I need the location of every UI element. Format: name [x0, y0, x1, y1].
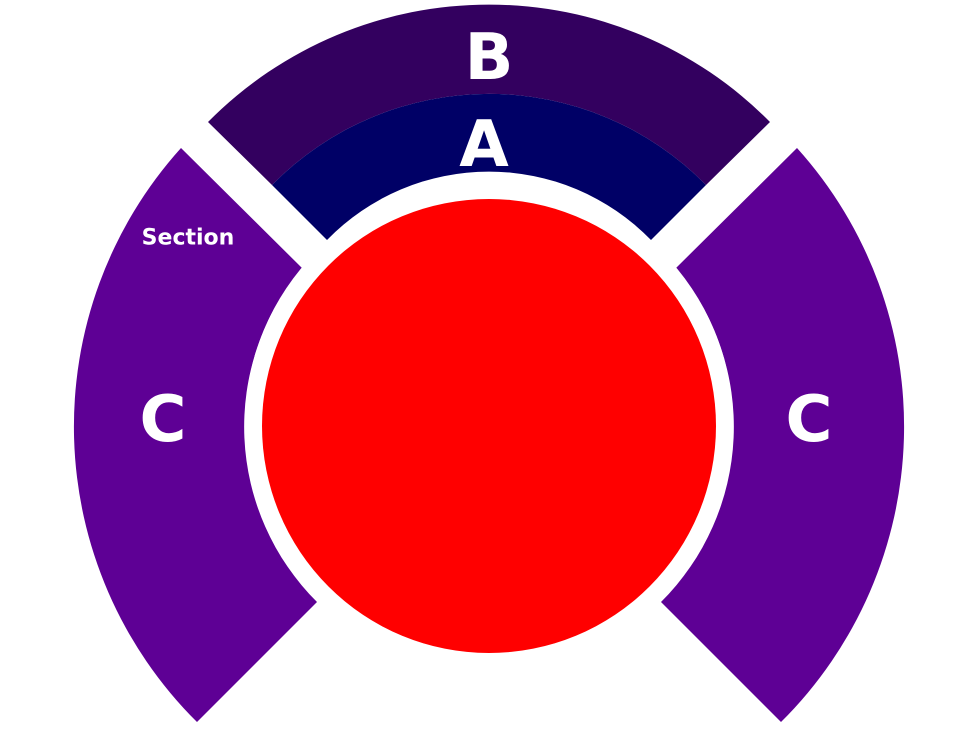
- section-corner-label: Section: [142, 226, 235, 251]
- section-c-right-label: C: [786, 383, 833, 457]
- section-a-label: A: [459, 108, 509, 182]
- section-a[interactable]: [272, 93, 706, 240]
- section-c-left[interactable]: [73, 148, 317, 722]
- section-c-right[interactable]: [661, 148, 905, 722]
- stage-circle[interactable]: [262, 199, 716, 653]
- section-b-label: B: [465, 21, 514, 95]
- section-c-left-label: C: [140, 383, 187, 457]
- section-b[interactable]: [208, 4, 770, 185]
